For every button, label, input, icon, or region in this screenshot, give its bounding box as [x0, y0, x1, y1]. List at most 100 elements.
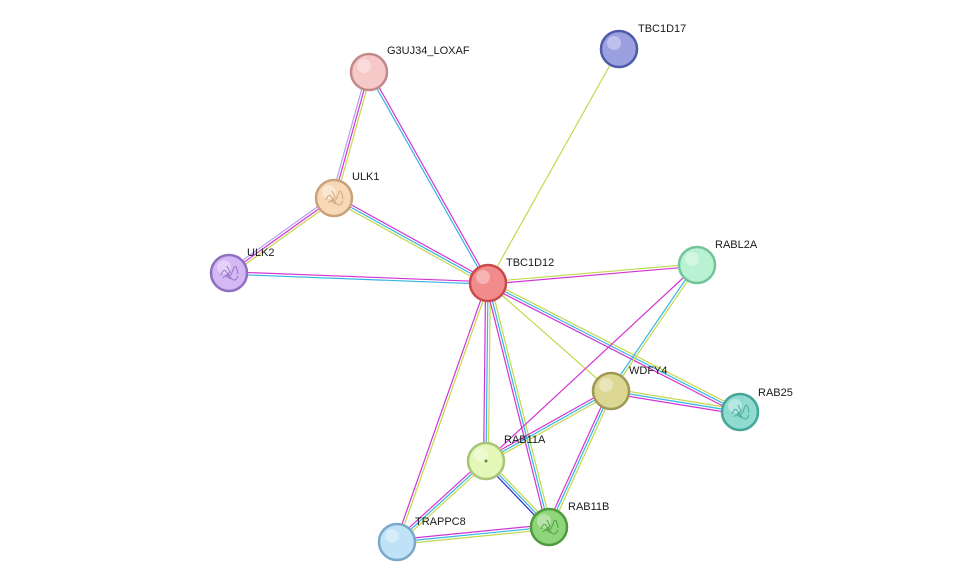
edge-strand: [487, 283, 491, 462]
node-circle: [599, 29, 639, 69]
edge-strand: [611, 388, 741, 411]
edge-strand: [487, 282, 550, 528]
node-trappc8[interactable]: TRAPPC8: [377, 516, 466, 562]
node-rabl2a[interactable]: RABL2A: [677, 239, 758, 285]
edge-tbc1d12-tbc1d17[interactable]: [487, 48, 620, 284]
node-circle: [591, 371, 631, 411]
edge-tbc1d12-ulk2[interactable]: [228, 271, 489, 285]
edge-layer: [227, 48, 742, 545]
node-highlight: [474, 448, 488, 462]
edge-strand: [333, 197, 489, 284]
node-label: TRAPPC8: [415, 516, 466, 528]
node-label: WDFY4: [629, 365, 668, 377]
edge-strand: [394, 458, 485, 541]
node-label: G3UJ34_LOXAF: [387, 45, 470, 57]
edge-strand: [367, 72, 488, 284]
edge-rab11a-trappc8[interactable]: [394, 458, 489, 545]
edge-strand: [486, 392, 613, 464]
node-highlight: [685, 252, 699, 266]
structure-dot-icon: [484, 459, 488, 463]
node-highlight: [322, 185, 336, 199]
edge-strand: [610, 392, 740, 415]
edge-strand: [369, 71, 490, 283]
edge-strand: [333, 71, 370, 199]
edge-tbc1d12-wdfy4[interactable]: [487, 282, 612, 392]
edge-strand: [485, 282, 489, 462]
edge-wdfy4-rab11a[interactable]: [484, 388, 613, 464]
node-highlight: [537, 514, 551, 528]
edge-strand: [228, 273, 488, 285]
edge-strand: [487, 48, 620, 284]
edge-strand: [484, 388, 611, 460]
edge-tbc1d12-rabl2a[interactable]: [487, 263, 698, 285]
node-label: TBC1D12: [506, 257, 554, 269]
edge-strand: [486, 284, 740, 415]
edge-strand: [396, 524, 549, 541]
edge-wdfy4-rab25[interactable]: [610, 388, 741, 415]
node-highlight: [599, 378, 613, 392]
edge-strand: [332, 199, 488, 286]
protein-structure-icon: [325, 190, 344, 206]
edge-strand: [610, 390, 741, 413]
node-g3uj34_loxaf[interactable]: G3UJ34_LOXAF: [349, 45, 470, 92]
protein-structure-icon: [540, 519, 559, 535]
edge-tbc1d12-g3uj34_loxaf[interactable]: [367, 71, 490, 284]
node-circle: [677, 245, 717, 285]
edge-strand: [335, 72, 372, 199]
edge-strand: [395, 282, 488, 542]
edge-tbc1d12-ulk1[interactable]: [332, 195, 490, 286]
node-label: TBC1D17: [638, 23, 686, 35]
edge-ulk1-ulk2[interactable]: [227, 195, 336, 276]
node-ulk1[interactable]: ULK1: [314, 171, 380, 218]
edge-strand: [489, 282, 552, 527]
edge-strand: [331, 71, 368, 198]
edge-strand: [550, 391, 614, 529]
node-circle: [349, 52, 389, 92]
edge-rabl2a-wdfy4[interactable]: [609, 263, 699, 393]
edge-strand: [548, 390, 612, 528]
edge-tbc1d12-trappc8[interactable]: [395, 282, 490, 543]
node-highlight: [607, 36, 621, 50]
node-circle: [377, 522, 417, 562]
edge-strand: [228, 197, 335, 274]
edge-strand: [334, 195, 490, 282]
node-highlight: [357, 59, 371, 73]
edge-strand: [397, 283, 490, 543]
edge-strand: [485, 390, 612, 462]
edge-strand: [483, 282, 487, 461]
edge-wdfy4-rab11b[interactable]: [546, 389, 614, 529]
edge-strand: [611, 265, 699, 393]
node-highlight: [385, 529, 399, 543]
edge-strand: [546, 389, 610, 527]
node-label: RAB25: [758, 387, 793, 399]
node-highlight: [728, 399, 742, 413]
node-rab25[interactable]: RAB25: [720, 387, 793, 432]
node-label: RABL2A: [715, 239, 758, 251]
edge-tbc1d12-rab25[interactable]: [486, 280, 742, 415]
node-rab11b[interactable]: RAB11B: [529, 501, 609, 547]
node-tbc1d17[interactable]: TBC1D17: [599, 23, 686, 69]
edge-tbc1d12-rab11b[interactable]: [485, 282, 552, 528]
edge-g3uj34_loxaf-ulk1[interactable]: [331, 71, 372, 199]
edge-strand: [396, 526, 550, 543]
node-rab11a[interactable]: RAB11A: [466, 434, 546, 481]
edge-strand: [609, 263, 697, 391]
protein-structure-icon: [731, 404, 750, 420]
node-label: RAB11A: [504, 434, 546, 446]
node-label: ULK1: [352, 171, 380, 183]
edge-strand: [230, 199, 336, 276]
edge-tbc1d12-rab11a[interactable]: [483, 282, 491, 462]
node-wdfy4[interactable]: WDFY4: [591, 365, 668, 411]
edge-rab11b-trappc8[interactable]: [396, 524, 550, 545]
edge-rabl2a-rab11a[interactable]: [485, 264, 698, 462]
node-ulk2[interactable]: ULK2: [209, 247, 275, 293]
protein-structure-icon: [220, 265, 239, 281]
node-label: ULK2: [247, 247, 275, 259]
node-tbc1d12[interactable]: TBC1D12: [468, 257, 554, 303]
edge-strand: [485, 264, 698, 462]
node-label: RAB11B: [568, 501, 609, 513]
edge-strand: [229, 271, 489, 283]
node-highlight: [217, 260, 231, 274]
